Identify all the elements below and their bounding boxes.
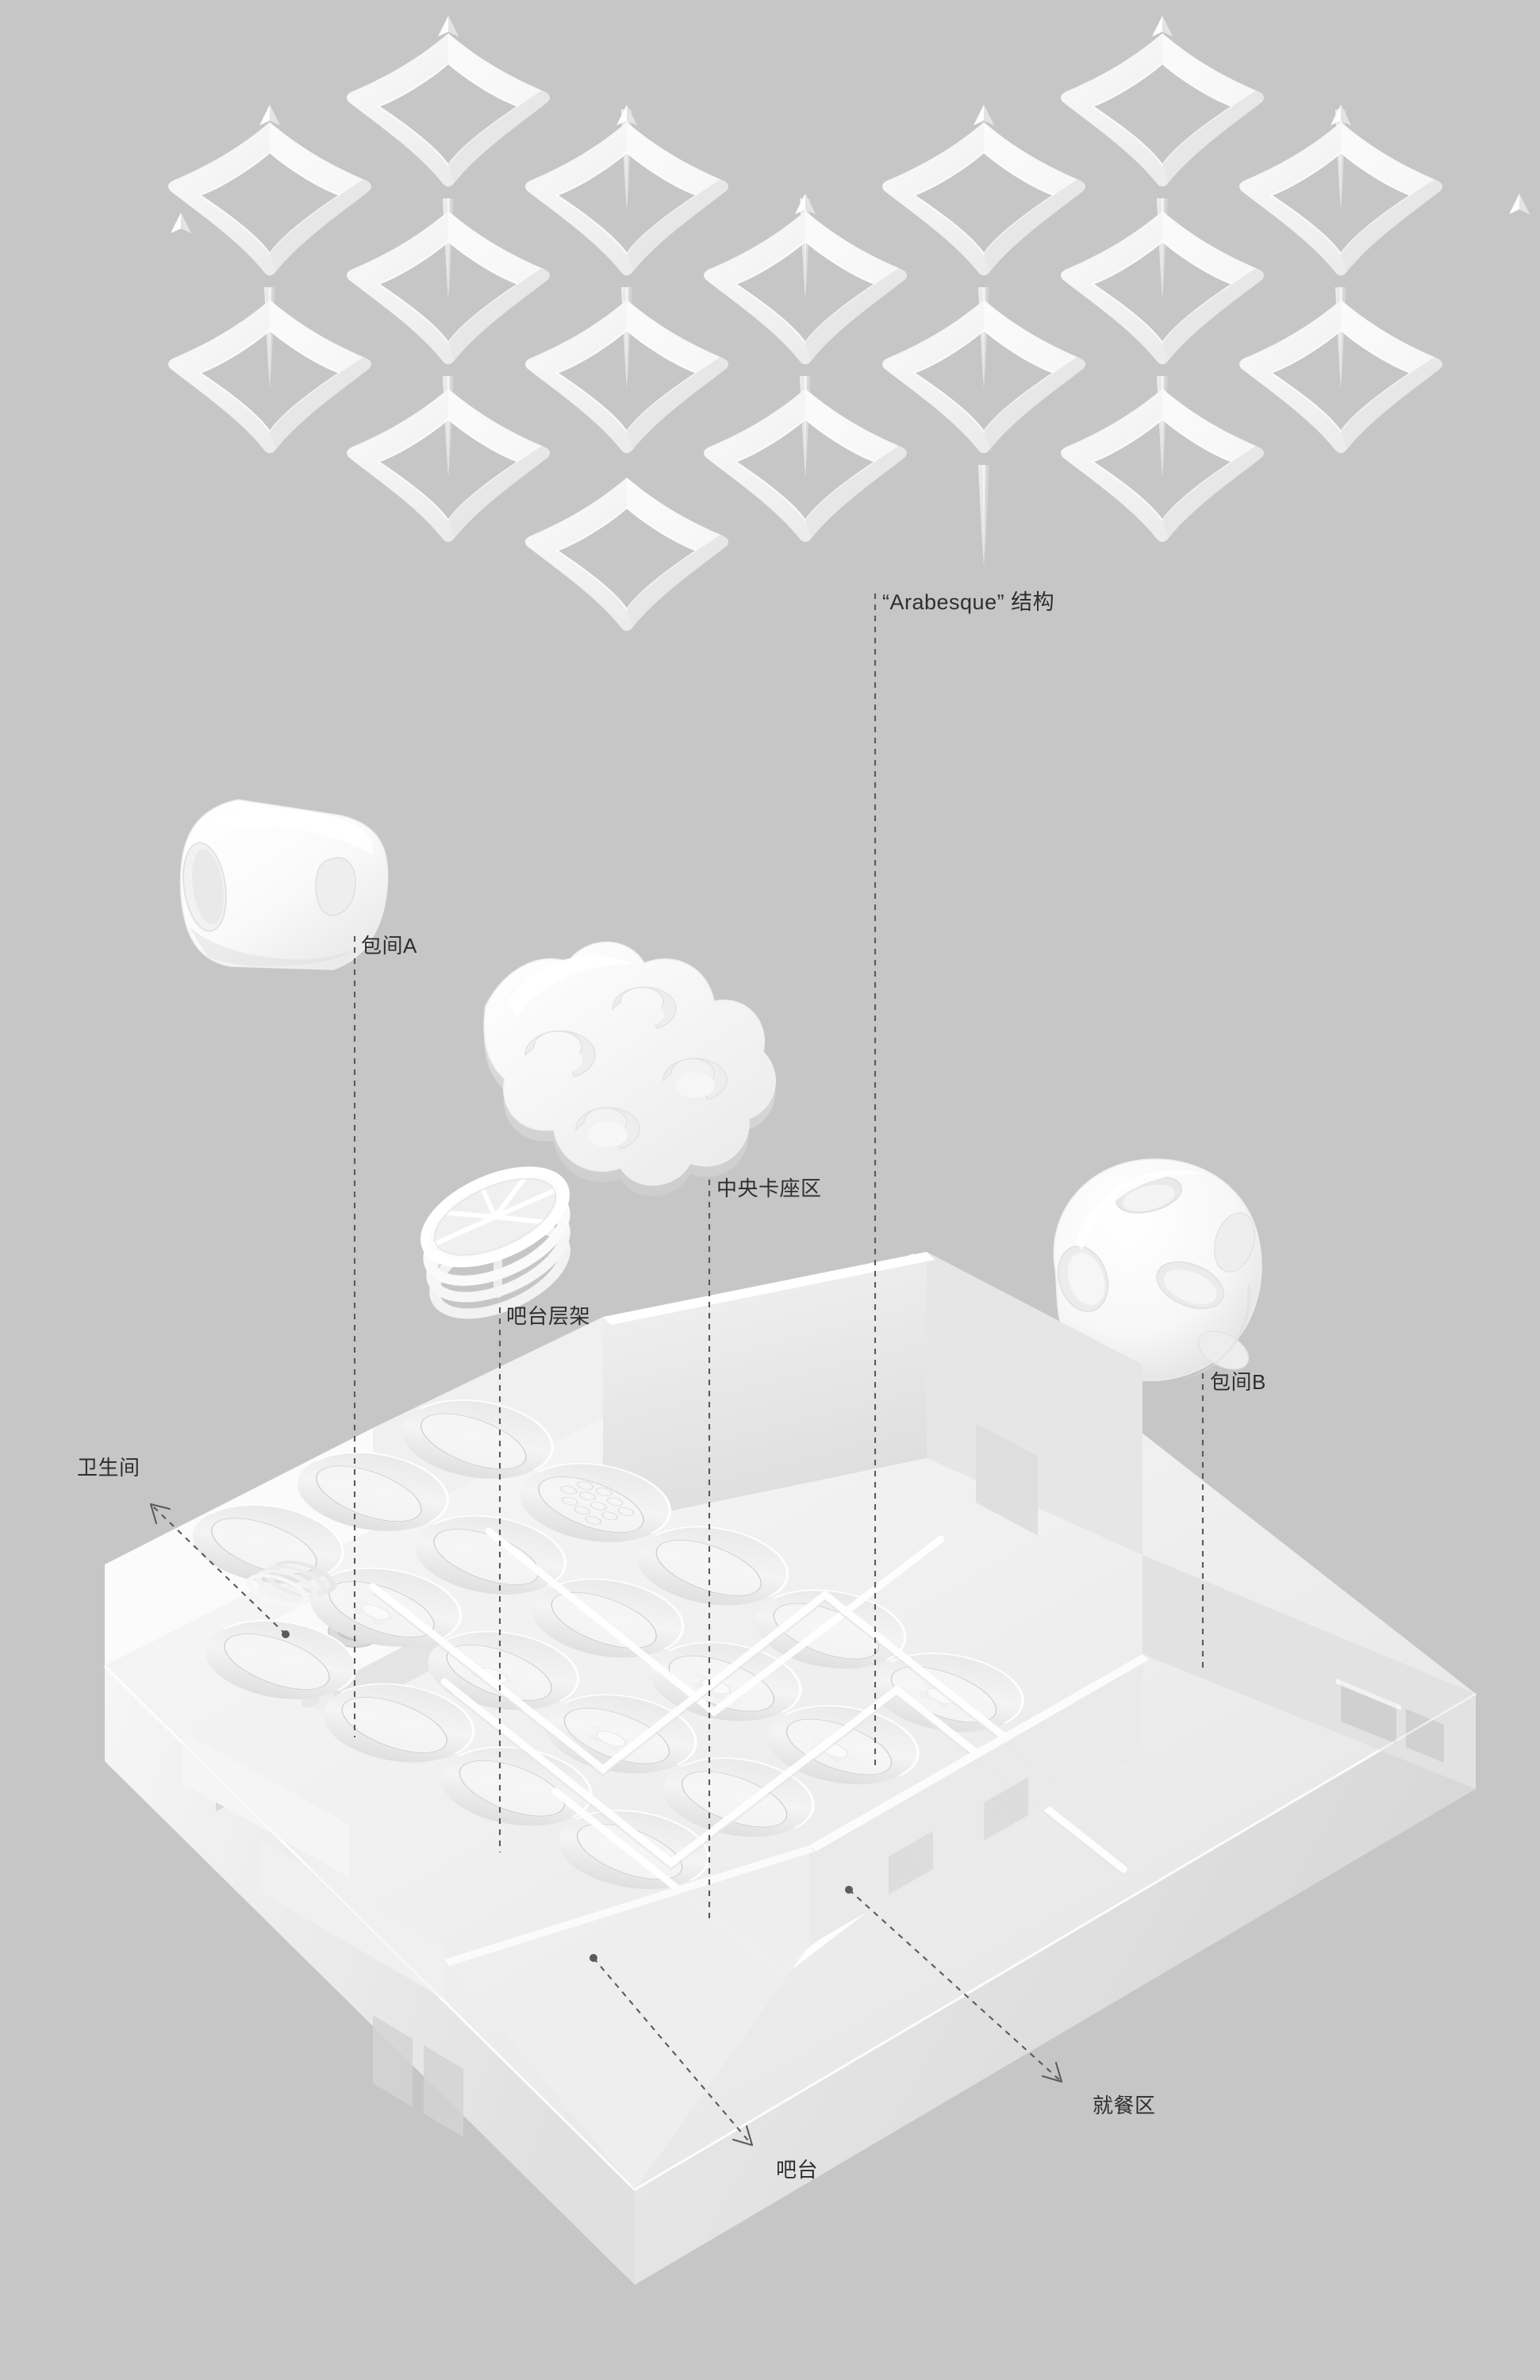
label-dining-area: 就餐区 (1093, 2094, 1156, 2117)
leader-restroom (150, 1503, 286, 1635)
leader-anchor-dots (282, 1630, 853, 1962)
component-arabesque-canopy (167, 16, 1530, 632)
leader-bar-counter (593, 1957, 753, 2146)
component-private-room-a (179, 799, 389, 970)
component-central-booth-plate (483, 941, 776, 1196)
label-private-room-b: 包间B (1210, 1370, 1266, 1394)
component-bar-shelving (421, 1166, 570, 1319)
label-bar-counter: 吧台 (776, 2158, 819, 2182)
leader-arrowheads (149, 1503, 1063, 2147)
label-bar-shelving: 吧台层架 (506, 1304, 591, 1328)
component-base-model (103, 1252, 1477, 2285)
leader-dining-area (848, 1889, 1062, 2082)
leader-lines (150, 593, 1204, 2146)
label-private-room-a: 包间A (361, 934, 417, 958)
vaulted-cell-grid (161, 1383, 1054, 1906)
component-private-room-b (1053, 1158, 1262, 1381)
label-arabesque: “Arabesque” 结构 (882, 590, 1055, 614)
label-restroom: 卫生间 (77, 1456, 140, 1480)
label-central-booth: 中央卡座区 (716, 1177, 822, 1200)
